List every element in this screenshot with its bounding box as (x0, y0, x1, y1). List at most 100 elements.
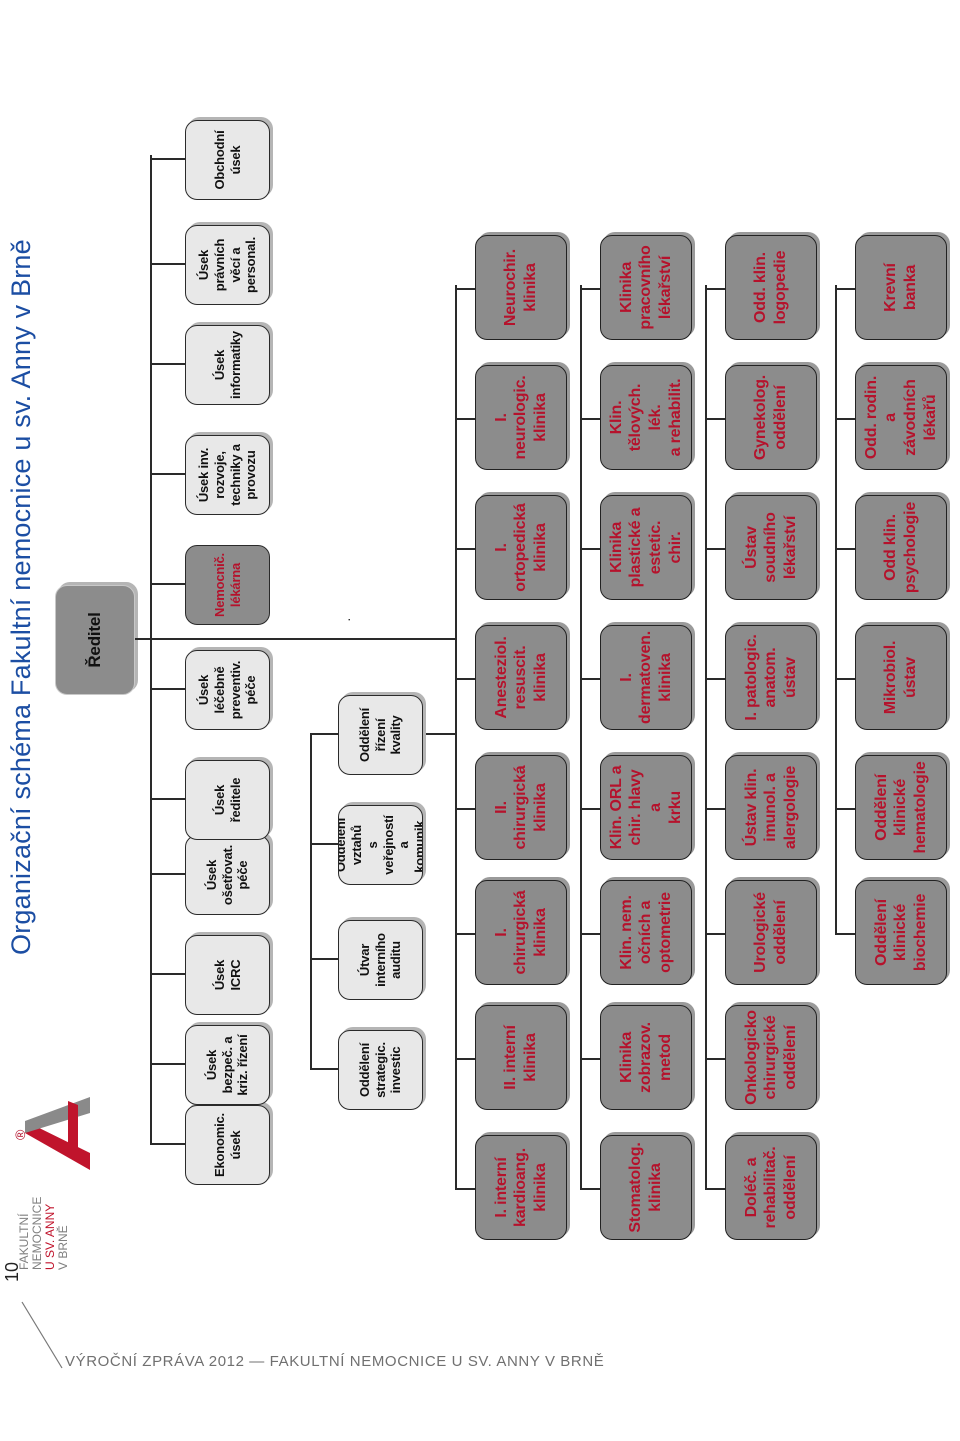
logo-mark-icon (25, 1097, 90, 1170)
hospital-logo: FAKULTNÍ NEMOCNICE U SV. ANNY V BRNĚ ® (8, 1070, 103, 1270)
clinic-box: Krevní banka (855, 235, 947, 340)
connector-v (580, 933, 600, 935)
management-box: Ekonomic. úsek (185, 1105, 270, 1185)
director-box: Ředitel (55, 585, 135, 695)
connector-v (455, 288, 475, 290)
management-box: Nemocnič. lékárna (185, 545, 270, 625)
connector-v (455, 548, 475, 550)
connector-v (835, 548, 855, 550)
connector-v (835, 418, 855, 420)
connector-v (310, 958, 338, 960)
management-box: Úsek léčebně preventiv. péče (185, 650, 270, 730)
connector-v (455, 1188, 475, 1190)
logo-text: FAKULTNÍ NEMOCNICE U SV. ANNY V BRNĚ (17, 1196, 70, 1270)
clinic-box: Oddělení klinické hematologie (855, 755, 947, 860)
clinic-box: Klinika pracovního lékařství (600, 235, 692, 340)
clinic-box: Ústav soudního lékařství (725, 495, 817, 600)
management-box: Úsek ředitele (185, 760, 270, 840)
clinic-box: Klinika zobrazov. metod (600, 1005, 692, 1110)
clinic-box: Klinika plastické a estetic. chir. (600, 495, 692, 600)
connector-v (150, 798, 185, 800)
management-box: Úsek ošetřovat. péče (185, 835, 270, 915)
clinic-box: Oddělení klinické biochemie (855, 880, 947, 985)
connector-v (705, 548, 725, 550)
clinic-box: I. neurologic. klinika (475, 365, 567, 470)
clinic-box: Urologické oddělení (725, 880, 817, 985)
management-box: Úsek informatiky (185, 325, 270, 405)
connector-v (455, 1058, 475, 1060)
connector-v (310, 1068, 338, 1070)
connector-v (580, 1188, 600, 1190)
connector-v (835, 288, 855, 290)
director-unit-box: Útvar interního auditu (338, 920, 423, 1000)
clinic-box: Ústav klin. imunol. a alergologie (725, 755, 817, 860)
connector-v (455, 933, 475, 935)
clinic-box: Odd. rodin. a závodních lékařů (855, 365, 947, 470)
clinic-box: Odd klin. psychologie (855, 495, 947, 600)
connector-v (705, 933, 725, 935)
connector-v (150, 688, 185, 690)
connector-h (455, 285, 457, 1190)
clinic-box: Odd. klin. logopedie (725, 235, 817, 340)
connector-v (150, 473, 185, 475)
connector-v (455, 678, 475, 680)
connector-v (150, 973, 185, 975)
management-box: Obchodní úsek (185, 120, 270, 200)
connector-h (150, 155, 152, 1145)
connector-v (705, 808, 725, 810)
connector-v (150, 638, 455, 640)
clinic-box: I. chirurgická klinika (475, 880, 567, 985)
connector-v (150, 363, 185, 365)
director-unit-box: Oddělení vztahů s veřejností a komunik. (338, 805, 423, 885)
management-box: Úsek právních věcí a personal. (185, 225, 270, 305)
director-unit-box: Oddělení strategic. investic (338, 1030, 423, 1110)
footer-text: VÝROČNÍ ZPRÁVA 2012 — FAKULTNÍ NEMOCNICE… (65, 1353, 605, 1370)
connector-h (835, 285, 837, 935)
clinic-box: Neurochir. klinika (475, 235, 567, 340)
clinic-box: Gynekolog. oddělení (725, 365, 817, 470)
connector-v (835, 808, 855, 810)
clinic-box: II. interní klinika (475, 1005, 567, 1110)
connector-v (835, 933, 855, 935)
registered-mark: ® (12, 1129, 28, 1140)
connector-v (310, 843, 338, 845)
connector-v (150, 873, 185, 875)
connector-v (150, 1063, 185, 1065)
connector-v (835, 678, 855, 680)
clinic-box: Anesteziol. resuscit. klinika (475, 625, 567, 730)
connector-v (310, 733, 338, 735)
org-chart-rotated: Organizační schéma Fakultní nemocnice u … (2, 120, 947, 1282)
clinic-box: I. interní kardioang. klinika (475, 1135, 567, 1240)
connector-v (150, 263, 185, 265)
connector-v (705, 418, 725, 420)
footer-slash-decoration (21, 1301, 63, 1369)
clinic-box: I. patologic. anatom. ústav (725, 625, 817, 730)
clinic-box: Klin. nem. očních a optometrie (600, 880, 692, 985)
connector-v (580, 418, 600, 420)
connector-v (150, 1143, 185, 1145)
connector-v (705, 1188, 725, 1190)
dot-mark: · (340, 617, 356, 622)
connector-h (705, 285, 707, 1190)
connector-v (580, 288, 600, 290)
connector-v (705, 288, 725, 290)
connector-v (455, 808, 475, 810)
connector-v (580, 1058, 600, 1060)
connector-v (705, 1058, 725, 1060)
connector-v (580, 678, 600, 680)
page-number: 10 (2, 1261, 22, 1282)
connector-v (580, 808, 600, 810)
connector-v (705, 678, 725, 680)
connector-v (580, 548, 600, 550)
clinic-box: Stomatolog. klinika (600, 1135, 692, 1240)
clinic-box: I. dermatoven. klinika (600, 625, 692, 730)
connector-h (310, 735, 312, 1070)
management-box: Úsek inv. rozvoje, techniky a provozu (185, 435, 270, 515)
clinic-box: I. ortopedická klinika (475, 495, 567, 600)
clinic-box: Mikrobiol. ústav (855, 625, 947, 730)
connector-v (150, 583, 185, 585)
connector-v (135, 638, 150, 640)
page-title: Organizační schéma Fakultní nemocnice u … (6, 239, 36, 955)
connector-h (580, 285, 582, 1190)
management-box: Úsek bezpeč. a kriz. řízení (185, 1025, 270, 1105)
